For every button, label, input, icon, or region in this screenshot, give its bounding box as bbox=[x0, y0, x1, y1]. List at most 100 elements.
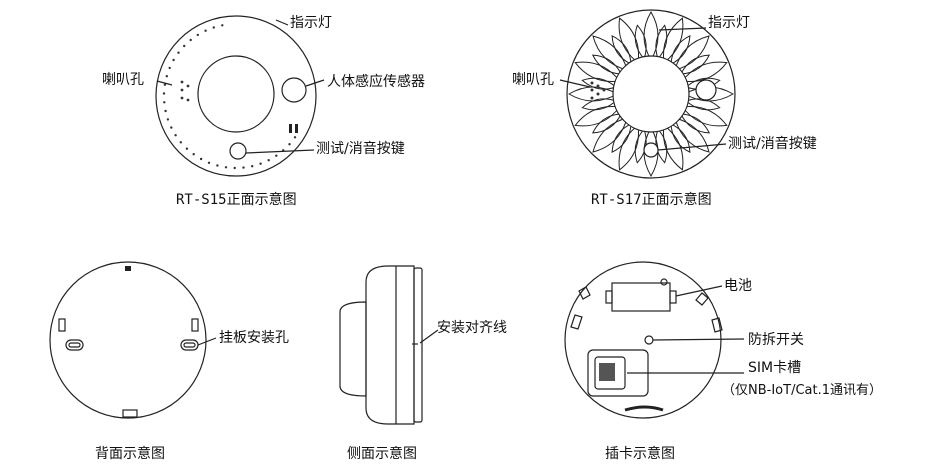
s17-petal bbox=[655, 128, 668, 164]
side-caption: 侧面示意图 bbox=[347, 446, 417, 462]
side-align-leader bbox=[419, 329, 439, 344]
s15-rim-dot bbox=[216, 164, 219, 167]
card-tamper-leader bbox=[652, 338, 745, 341]
side-back-plate bbox=[413, 267, 423, 423]
s17-pir-sensor bbox=[695, 79, 717, 101]
back-caption: 背面示意图 bbox=[95, 446, 165, 462]
back-top-notch bbox=[125, 266, 131, 271]
s17-petal bbox=[591, 54, 622, 75]
s17-petal bbox=[592, 117, 628, 153]
card-view bbox=[564, 261, 745, 419]
s17-button-leader bbox=[657, 143, 727, 151]
s17-petal bbox=[618, 124, 640, 171]
back-mount-label: 挂板安装孔 bbox=[219, 330, 289, 346]
s15-rim-dot bbox=[172, 58, 175, 62]
s15-speaker-holes bbox=[162, 24, 297, 170]
s17-petal bbox=[674, 117, 710, 153]
s17-petal bbox=[681, 61, 728, 83]
s17-caption: RT-S17正面示意图 bbox=[591, 192, 712, 208]
s15-button-label: 测试/消音按键 bbox=[316, 141, 405, 157]
s17-petal bbox=[662, 124, 684, 171]
back-right-slot bbox=[191, 318, 199, 332]
card-caption: 插卡示意图 bbox=[605, 446, 675, 462]
back-mount-leader bbox=[197, 337, 217, 346]
s15-rim-dot bbox=[166, 118, 170, 121]
s17-indicator-leader bbox=[658, 27, 707, 31]
s17-petal bbox=[681, 105, 728, 127]
card-sim-label: SIM卡槽 bbox=[748, 360, 802, 376]
s17-petal bbox=[581, 77, 617, 90]
s15-speaker-leader bbox=[156, 80, 173, 86]
s15-rim-dot bbox=[163, 101, 166, 104]
s17-petal bbox=[568, 86, 618, 102]
s17-petal bbox=[670, 123, 691, 154]
card-clip-right bbox=[711, 317, 723, 333]
s15-rim-dot bbox=[162, 92, 166, 95]
s15-rim-dot bbox=[275, 154, 278, 157]
back-mount-hole-left bbox=[65, 339, 84, 351]
s17-petal bbox=[581, 98, 617, 111]
card-tamper-label: 防拆开关 bbox=[748, 332, 804, 348]
card-clip-topright bbox=[695, 292, 709, 306]
card-clip-topleft bbox=[578, 286, 591, 300]
s15-rim-dot bbox=[212, 26, 215, 29]
s15-speaker-dot bbox=[186, 98, 190, 102]
s17-petal bbox=[662, 17, 684, 64]
s17-petal bbox=[634, 128, 647, 164]
s15-rim-dot bbox=[177, 51, 180, 54]
rt-s15-front-view bbox=[155, 15, 325, 177]
s15-rim-dot bbox=[168, 66, 171, 70]
s17-petal bbox=[611, 34, 632, 65]
back-bottom-slot bbox=[122, 409, 138, 418]
s15-rim-dot bbox=[189, 38, 192, 42]
s15-speaker-dot bbox=[180, 80, 184, 84]
card-battery-label: 电池 bbox=[724, 278, 752, 294]
s15-outer-shell bbox=[155, 15, 317, 177]
s17-petal bbox=[655, 24, 668, 60]
s17-indicator-label: 指示灯 bbox=[708, 15, 750, 31]
s17-petal bbox=[574, 61, 621, 83]
s15-rim-dot bbox=[185, 147, 189, 150]
side-pir-dome bbox=[339, 301, 367, 397]
s17-test-button bbox=[643, 142, 659, 158]
card-shell bbox=[564, 261, 722, 419]
s17-speaker-leader bbox=[559, 79, 591, 88]
s17-petal bbox=[643, 11, 659, 61]
s15-speaker-dot bbox=[180, 96, 184, 100]
card-sim-slot bbox=[594, 356, 626, 390]
s17-petal bbox=[680, 54, 711, 75]
rt-s17-front-view bbox=[559, 9, 736, 179]
s15-rim-dot bbox=[165, 75, 168, 78]
s17-petal bbox=[574, 105, 621, 127]
s15-rim-dot bbox=[224, 166, 228, 169]
s17-outer-shell bbox=[566, 9, 736, 179]
s15-speaker-dot bbox=[180, 88, 184, 92]
s17-petal bbox=[611, 123, 632, 154]
s15-pir-leader bbox=[305, 79, 325, 87]
s17-petal bbox=[634, 24, 647, 60]
s15-rim-dot bbox=[204, 29, 207, 32]
card-sim-note: （仅NB-IoT/Cat.1通讯有） bbox=[722, 383, 882, 398]
card-battery-leader bbox=[675, 285, 723, 297]
s17-petal bbox=[618, 17, 640, 64]
s15-rim-dot bbox=[164, 109, 167, 113]
s17-center-disc bbox=[612, 55, 690, 133]
s15-rim-dot bbox=[251, 165, 254, 168]
card-battery bbox=[611, 282, 671, 312]
side-align-label: 安装对齐线 bbox=[437, 320, 507, 336]
s15-speaker-dot bbox=[186, 84, 190, 88]
s17-petal bbox=[592, 35, 628, 71]
s15-rim-dot bbox=[233, 166, 236, 170]
s15-caption: RT-S15正面示意图 bbox=[176, 192, 297, 208]
s17-speaker-label: 喇叭孔 bbox=[512, 72, 554, 88]
s15-indicator-label: 指示灯 bbox=[290, 15, 332, 31]
s17-petal bbox=[643, 127, 659, 177]
back-left-slot bbox=[58, 318, 66, 332]
s15-rim-dot bbox=[288, 143, 291, 146]
s17-speaker-holes bbox=[590, 81, 606, 100]
s15-pir-sensor bbox=[281, 77, 307, 103]
s17-petal bbox=[591, 113, 622, 134]
s15-rim-dot bbox=[174, 134, 177, 137]
s17-button-label: 测试/消音按键 bbox=[728, 136, 817, 152]
s15-mark-right bbox=[295, 124, 298, 133]
